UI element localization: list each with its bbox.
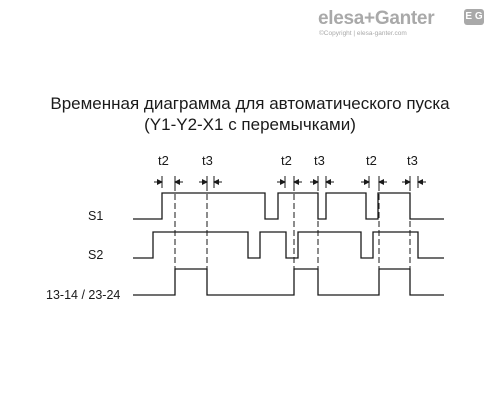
waveform-s1 bbox=[133, 192, 444, 220]
timing-arrows bbox=[154, 176, 426, 188]
timing-diagram: t2 t3 t2 t3 t2 t3 bbox=[46, 153, 444, 302]
timing-label-t3-1: t3 bbox=[202, 153, 213, 168]
timing-label-t2-3: t2 bbox=[366, 153, 377, 168]
timing-label-t2-1: t2 bbox=[158, 153, 169, 168]
waveform-s2 bbox=[133, 231, 444, 259]
title-line-2: (Y1-Y2-X1 с перемычками) bbox=[144, 115, 356, 134]
dashed-reference-lines bbox=[174, 185, 411, 295]
timing-label-t3-2: t3 bbox=[314, 153, 325, 168]
timing-label-t3-3: t3 bbox=[407, 153, 418, 168]
signal-label-s1: S1 bbox=[88, 209, 103, 223]
logo-wordmark: elesa+Ganter bbox=[318, 8, 435, 29]
signal-label-s2: S2 bbox=[88, 248, 103, 262]
title-line-1: Временная диаграмма для автоматического … bbox=[50, 94, 450, 113]
logo-copyright: ©Copyright | elesa-ganter.com bbox=[319, 30, 407, 37]
waveform-contacts bbox=[133, 268, 444, 296]
diagram-title: Временная диаграмма для автоматического … bbox=[0, 93, 500, 135]
signal-label-contacts: 13-14 / 23-24 bbox=[46, 288, 120, 302]
elesa-ganter-logo: elesa+Ganter ©Copyright | elesa-ganter.c… bbox=[318, 8, 488, 44]
timing-label-t2-2: t2 bbox=[281, 153, 292, 168]
logo-badge-icon: E G bbox=[464, 9, 484, 25]
